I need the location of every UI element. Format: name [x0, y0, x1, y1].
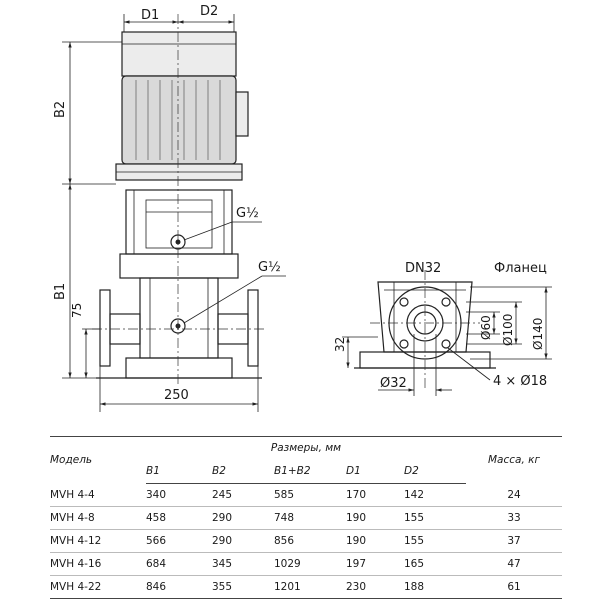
pump-base [125, 357, 233, 379]
b2-cell: 355 [212, 575, 274, 599]
label-b1: B1 [53, 283, 68, 300]
header-dimensions: Размеры, мм [146, 436, 466, 459]
b1-cell: 340 [146, 483, 212, 507]
table-row: MVH 4-12 566 290 856 190 155 37 [50, 529, 562, 553]
label-g-half-bottom: G½ [258, 260, 281, 275]
table-row: MVH 4-22 846 355 1201 230 188 61 [50, 575, 562, 599]
model-cell: MVH 4-16 [50, 552, 146, 576]
pump-dimension-drawing: D1 D2 B2 B1 75 250 G½ G½ [53, 4, 552, 412]
mass-cell: 37 [466, 529, 562, 553]
table-row: MVH 4-16 684 345 1029 197 165 47 [50, 552, 562, 576]
mass-cell: 33 [466, 506, 562, 530]
d1-cell: 230 [346, 575, 404, 599]
d1-cell: 190 [346, 529, 404, 553]
label-dn32: DN32 [405, 261, 441, 276]
bolt-hole-icon [399, 297, 409, 307]
b1b2-cell: 1029 [274, 552, 346, 576]
d2-cell: 142 [404, 483, 466, 507]
label-g-half-top: G½ [236, 206, 259, 221]
motor-body [121, 75, 237, 165]
b1-cell: 846 [146, 575, 212, 599]
d1-cell: 170 [346, 483, 404, 507]
table-row: MVH 4-4 340 245 585 170 142 24 [50, 483, 562, 507]
b2-cell: 345 [212, 552, 274, 576]
flange-dimensions: DN32 Фланец 32 Ø32 4 × Ø18 Ø60 Ø100 Ø140 [333, 261, 552, 396]
motor-terminal-box [121, 31, 237, 77]
b1-cell: 566 [146, 529, 212, 553]
header-model: Модель [50, 436, 146, 484]
table-row: MVH 4-8 458 290 748 190 155 33 [50, 506, 562, 530]
right-flange [247, 289, 259, 367]
bolt-hole-icon [441, 297, 451, 307]
d2-cell: 188 [404, 575, 466, 599]
mass-cell: 47 [466, 552, 562, 576]
b2-cell: 290 [212, 506, 274, 530]
label-d1: D1 [141, 8, 159, 23]
left-flange [99, 289, 111, 367]
d2-cell: 155 [404, 529, 466, 553]
header-b1: B1 [146, 459, 212, 484]
bolt-hole-icon [399, 339, 409, 349]
d2-cell: 155 [404, 506, 466, 530]
motor-side-box [235, 91, 249, 137]
b2-cell: 245 [212, 483, 274, 507]
header-b1b2: B1+B2 [274, 459, 346, 484]
b1b2-cell: 585 [274, 483, 346, 507]
flange-side-view [354, 270, 496, 390]
header-mass: Масса, кг [466, 436, 562, 484]
header-d1: D1 [346, 459, 404, 484]
b2-cell: 290 [212, 529, 274, 553]
bolt-hole-icon [441, 339, 451, 349]
d1-cell: 197 [346, 552, 404, 576]
dimensions-table: Модель Размеры, мм Масса, кг B1 B2 B1+B2… [50, 436, 562, 599]
header-d2: D2 [404, 459, 466, 484]
b1-cell: 458 [146, 506, 212, 530]
mass-cell: 24 [466, 483, 562, 507]
header-b2: B2 [212, 459, 274, 484]
label-diam60: Ø60 [479, 315, 493, 340]
front-view-dimensions: D1 D2 B2 B1 75 250 G½ G½ [53, 4, 286, 412]
b1b2-cell: 1201 [274, 575, 346, 599]
b1b2-cell: 856 [274, 529, 346, 553]
label-250: 250 [164, 388, 189, 403]
label-diam140: Ø140 [531, 318, 545, 350]
label-diam32: Ø32 [380, 376, 407, 391]
b1b2-cell: 748 [274, 506, 346, 530]
label-flange: Фланец [494, 261, 547, 276]
model-cell: MVH 4-8 [50, 506, 146, 530]
model-cell: MVH 4-22 [50, 575, 146, 599]
mass-cell: 61 [466, 575, 562, 599]
label-32: 32 [333, 337, 347, 352]
label-b2: B2 [53, 101, 68, 118]
label-75: 75 [70, 303, 84, 318]
label-diam100: Ø100 [501, 314, 515, 346]
pump-stage-column [139, 277, 219, 359]
d1-cell: 190 [346, 506, 404, 530]
pump-front-view [92, 14, 266, 386]
label-holes: 4 × Ø18 [493, 374, 547, 389]
label-d2: D2 [200, 4, 218, 19]
model-cell: MVH 4-4 [50, 483, 146, 507]
d2-cell: 165 [404, 552, 466, 576]
model-cell: MVH 4-12 [50, 529, 146, 553]
b1-cell: 684 [146, 552, 212, 576]
